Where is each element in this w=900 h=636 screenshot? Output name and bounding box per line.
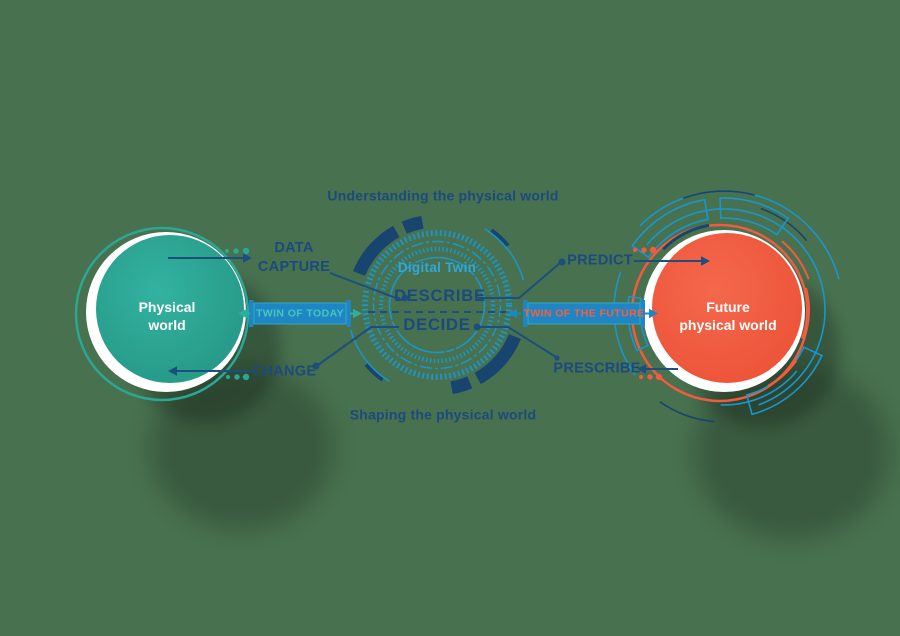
- predict-end-dot: [558, 258, 566, 266]
- today-left-arrowhead-icon: [238, 308, 247, 319]
- data-capture-label: DATA CAPTURE: [258, 239, 330, 277]
- future-world-label-line1: Future: [706, 298, 750, 315]
- future-orange-arc: [781, 240, 810, 280]
- physical-world-label: Physical world: [139, 298, 196, 334]
- data-capture-label-line2: CAPTURE: [257, 259, 331, 275]
- predict-arrowhead-icon: [701, 256, 710, 266]
- decide-label: DECIDE: [403, 316, 471, 335]
- decide-to-prescribe-line: [477, 326, 557, 358]
- teal-dots: [224, 247, 250, 381]
- future-world-disk: [652, 233, 802, 383]
- emblem-tick-ring-outer: [362, 230, 512, 380]
- describe-label: DESCRIBE: [394, 287, 486, 306]
- change-end-dot: [312, 362, 320, 370]
- change-arrowhead-icon: [168, 366, 177, 376]
- emblem-navy-arc: [474, 333, 521, 385]
- connector-dots: [312, 258, 566, 370]
- future-world-circle: [630, 223, 810, 403]
- emblem-inner-circle: [388, 256, 486, 354]
- digital-twin-emblem: [362, 230, 512, 380]
- orange-dots: [632, 246, 663, 381]
- physical-world-circle: [74, 226, 250, 402]
- emblem-navy-arc: [450, 376, 473, 395]
- future-left-arrowhead-icon: [508, 308, 517, 319]
- data-capture-to-describe-line: [329, 272, 400, 299]
- twin-of-today-ribbon: [238, 300, 362, 327]
- future-sector-outline: [631, 198, 709, 259]
- future-navy-arc: [662, 223, 710, 251]
- emblem-navy-arc: [364, 362, 385, 382]
- bottom-caption: Shaping the physical world: [349, 406, 537, 423]
- future-blue-arc: [645, 208, 826, 406]
- twin-of-today-label: TWIN OF TODAY: [255, 307, 345, 320]
- prescribe-arrowhead-icon: [637, 364, 646, 374]
- describe-left-dot: [401, 294, 409, 302]
- decide-to-change-line: [317, 326, 399, 366]
- arrowheads: [168, 253, 710, 376]
- future-right-arrowhead-icon: [649, 308, 658, 319]
- twin-of-the-future-label: TWIN OF THE FUTURE: [523, 307, 645, 320]
- emblem-thin-arc: [349, 329, 390, 382]
- physical-world-label-line2: world: [148, 317, 186, 333]
- future-navy-arc: [659, 401, 715, 423]
- physical-world-disk: [96, 235, 244, 383]
- connector-lines: [168, 257, 702, 372]
- future-sector-outline: [745, 346, 823, 416]
- future-navy-arc: [683, 190, 756, 199]
- emblem-thin-arc: [484, 228, 525, 281]
- digital-twin-title: Digital Twin: [397, 259, 477, 275]
- future-blue-arc: [720, 370, 798, 406]
- emblem-navy-arc: [401, 215, 424, 234]
- future-world-label-line2: physical world: [679, 317, 777, 333]
- top-caption: Understanding the physical world: [327, 187, 559, 204]
- describe-to-predict-line: [478, 262, 561, 299]
- future-world-label: Future physical world: [679, 298, 776, 334]
- change-label: CHANGE: [251, 363, 317, 380]
- future-circle-decorative-arcs: [613, 190, 840, 423]
- emblem-corner-arcs: [349, 215, 525, 395]
- prescribe-label: PRESCRIBE: [553, 360, 641, 377]
- emblem-navy-arc: [353, 225, 400, 277]
- future-orange-arc: [767, 359, 798, 388]
- future-blue-arc: [613, 272, 636, 376]
- twin-of-the-future-ribbon: [508, 300, 658, 327]
- future-sector-outline: [719, 197, 790, 236]
- today-right-arrowhead-icon: [353, 308, 362, 319]
- data-capture-label-line1: DATA: [274, 240, 314, 257]
- physical-world-label-line1: Physical: [138, 298, 196, 315]
- future-orange-arc: [801, 287, 810, 340]
- emblem-tick-ring-inner: [378, 246, 496, 364]
- datacapture-arrowhead-icon: [243, 253, 252, 263]
- emblem-dash-ring: [372, 240, 502, 370]
- emblem-navy-arc: [489, 228, 510, 248]
- predict-label: PREDICT: [567, 252, 633, 269]
- decide-right-dot: [473, 323, 481, 331]
- prescribe-end-dot: [554, 355, 560, 361]
